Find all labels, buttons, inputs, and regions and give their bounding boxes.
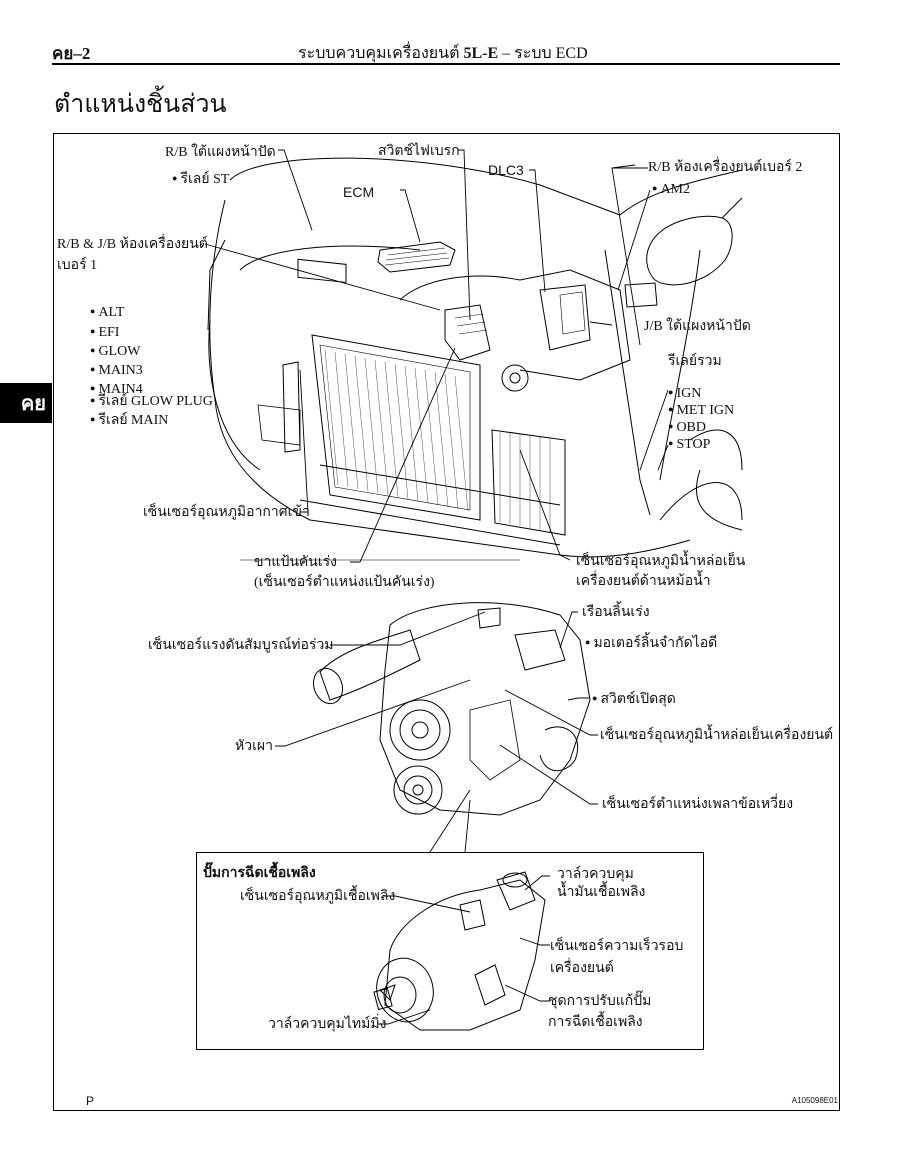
page-marker: P	[86, 1094, 95, 1108]
ecm-drawing	[377, 241, 456, 273]
label-throttle-body: เรือนลิ้นเร่ง	[582, 605, 650, 620]
header-title: ระบบควบคุมเครื่องยนต์ 5L-E – ระบบ ECD	[298, 41, 588, 66]
integration-item-stop: STOP	[668, 435, 710, 453]
integration-item-obd: OBD	[668, 418, 706, 436]
label-fuel-temp-sensor: เซ็นเซอร์อุณหภูมิเชื้อเพลิง	[240, 889, 396, 904]
engine-drawing	[312, 602, 591, 816]
relay-item-main3: MAIN3	[90, 361, 142, 379]
label-accel-pedal-sensor: (เซ็นเซอร์ตำแหน่งแป้นคันเร่ง)	[254, 575, 435, 590]
label-timing-control-valve: วาล์วควบคุมไทม์มิ่ง	[268, 1017, 387, 1032]
label-rb-engine-room-2: R/B ห้องเครื่องยนต์เบอร์ 2	[648, 160, 803, 175]
vehicle-leader-lines	[204, 149, 669, 563]
label-rb-jb-engine-room-1-num: เบอร์ 1	[57, 258, 98, 273]
figure-frame	[53, 133, 840, 1111]
label-rb-under-dash: R/B ใต้แผงหน้าปัด	[165, 145, 276, 160]
label-engine-speed-sensor-2: เครื่องยนต์	[550, 961, 614, 976]
pump-inset-title: ปั๊มการฉีดเชื้อเพลิง	[203, 866, 316, 881]
label-ecm: ECM	[343, 184, 375, 200]
label-integration-relay: รีเลย์รวม	[668, 354, 722, 369]
engine-model: 5L-E	[463, 45, 499, 62]
relay-item-glow-plug: รีเลย์ GLOW PLUG	[90, 392, 212, 410]
label-correction-unit: ชุดการปรับแก้ปั๊ม	[548, 994, 652, 1009]
label-full-open-switch: สวิตช์เปิดสุด	[592, 690, 675, 708]
header-title-prefix: ระบบควบคุมเครื่องยนต์	[298, 45, 460, 62]
relay-item-glow: GLOW	[90, 342, 140, 360]
label-am2: AM2	[652, 180, 690, 198]
integration-item-ign: IGN	[668, 384, 701, 402]
radiator-drawing	[297, 258, 566, 536]
label-idle-limit-motor: มอเตอร์ลิ้นจำกัดไอดี	[585, 634, 717, 652]
relay-item-alt: ALT	[90, 303, 124, 321]
label-coolant-temp-radiator: เซ็นเซอร์อุณหภูมิน้ำหล่อเย็น	[576, 554, 746, 569]
label-engine-coolant-temp-sensor: เซ็นเซอร์อุณหภูมิน้ำหล่อเย็นเครื่องยนต์	[600, 728, 834, 743]
label-glow-plug: หัวเผา	[235, 739, 273, 754]
label-manifold-pressure-sensor: เซ็นเซอร์แรงดันสัมบูรณ์ท่อร่วม	[148, 638, 334, 653]
label-dlc3: DLC3	[488, 162, 524, 178]
vehicle-body-drawing	[207, 157, 743, 561]
label-intake-air-temp-sensor: เซ็นเซอร์อุณหภูมิอากาศเข้า	[143, 505, 310, 520]
fuel-pump-inset	[196, 852, 704, 1050]
label-engine-speed-sensor: เซ็นเซอร์ความเร็วรอบ	[550, 939, 684, 954]
header-title-suffix: ระบบ ECD	[514, 45, 588, 62]
pump-leader-lines	[378, 875, 550, 1025]
label-jb-under-dash: J/B ใต้แผงหน้าปัด	[644, 319, 751, 334]
header-separator: –	[502, 45, 511, 62]
label-accel-pedal: ขาแป้นคันเร่ง	[254, 555, 337, 570]
figure-reference: A105098E01	[791, 1096, 838, 1105]
label-coolant-temp-radiator-2: เครื่องยนต์ด้านหม้อน้ำ	[576, 574, 711, 589]
page-title: ตำแหน่งชิ้นส่วน	[54, 91, 227, 118]
label-spill-valve: วาล์วควบคุม	[557, 867, 634, 882]
label-spill-valve-2: น้ำมันเชื้อเพลิง	[557, 885, 646, 900]
label-correction-unit-2: การฉีดเชื้อเพลิง	[548, 1015, 643, 1030]
label-rb-jb-engine-room-1: R/B & J/B ห้องเครื่องยนต์	[57, 237, 208, 252]
section-code: คย–2	[52, 44, 91, 63]
engine-bay-drawing	[257, 269, 658, 453]
label-relay-st: รีเลย์ ST	[172, 170, 229, 188]
engine-leader-lines	[275, 611, 598, 853]
label-crankshaft-position-sensor: เซ็นเซอร์ตำแหน่งเพลาข้อเหวี่ยง	[602, 797, 794, 812]
label-brake-light-switch: สวิตช์ไฟเบรก	[378, 144, 460, 159]
pump-drawing	[373, 871, 546, 1031]
relay-item-efi: EFI	[90, 323, 119, 341]
header-rule	[52, 63, 840, 65]
side-tab: คย	[0, 383, 52, 423]
relay-item-main: รีเลย์ MAIN	[90, 411, 168, 429]
integration-item-met-ign: MET IGN	[668, 401, 734, 419]
